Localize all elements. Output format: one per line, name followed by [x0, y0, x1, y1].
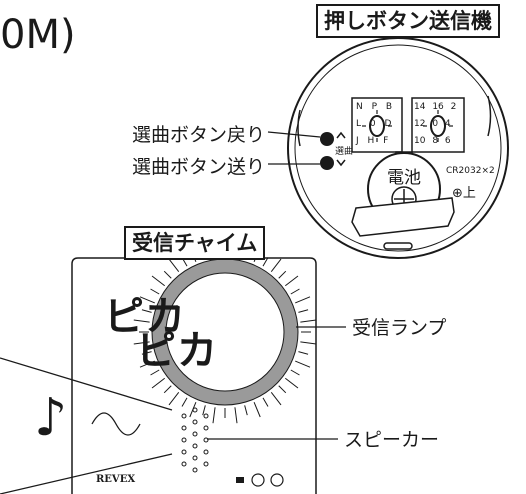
lamp-ray — [181, 397, 188, 407]
lamp-ray — [290, 288, 300, 295]
chime-body — [0, 240, 346, 494]
lamp-ray — [298, 351, 309, 355]
lamp-ray — [133, 319, 150, 323]
speaker-hole — [181, 413, 187, 419]
lamp-ray — [151, 377, 166, 389]
lamp-ray — [141, 309, 152, 313]
battery-label: 電池 — [387, 168, 421, 188]
lamp-ray — [139, 360, 155, 368]
lamp-ray — [295, 296, 311, 304]
speaker-hole — [181, 437, 187, 443]
lamp-ray — [253, 402, 261, 418]
speaker-hole — [192, 455, 198, 461]
lamp-ray — [168, 258, 180, 273]
lamp-ray — [234, 407, 238, 424]
lamp-ray — [284, 275, 299, 287]
lamp-ray — [244, 405, 248, 416]
lamp-ray — [300, 319, 317, 323]
brand-logo: REVEX — [96, 474, 136, 485]
lamp-ray — [284, 377, 299, 389]
prev-button-label: 選曲ボタン戻り — [132, 124, 266, 146]
lamp-ray — [150, 288, 160, 295]
page-title-fragment: 0M) — [0, 12, 76, 58]
speaker-hole — [192, 443, 198, 449]
speaker-hole — [181, 425, 187, 431]
lamp-ray — [168, 391, 180, 406]
lamp-ray — [290, 369, 300, 376]
speaker-hole — [181, 449, 187, 455]
lamp-ray — [139, 296, 155, 304]
speaker-label: スピーカー — [344, 429, 440, 451]
chime-title: 受信チャイム — [124, 226, 266, 260]
dial-right-numbers: 14 16 2 12 0 4 10 8 6 — [414, 102, 457, 146]
lamp-ray — [141, 351, 152, 355]
dial-left-chars: N P B L 0 D J H F — [356, 102, 393, 146]
lamp-ray — [262, 397, 269, 407]
lamp-ray — [151, 275, 166, 287]
lamp-ray — [278, 270, 287, 279]
next-button-label: 選曲ボタン送り — [132, 156, 266, 178]
speaker-hole — [192, 431, 198, 437]
lamp-ray — [270, 391, 282, 406]
transmitter-body — [267, 37, 509, 259]
lamp-ray — [295, 360, 311, 368]
speaker-hole — [181, 461, 187, 467]
lamp-ray — [163, 270, 172, 279]
select-mark: 選曲 — [335, 147, 354, 157]
lamp-ray — [202, 405, 206, 416]
battery-model: CR2032×2 — [446, 166, 495, 176]
lamp-ring — [152, 259, 298, 405]
lamp-ray — [270, 258, 282, 273]
lamp-ray — [163, 385, 172, 394]
lamp-ray — [262, 257, 269, 267]
lamp-ray — [278, 385, 287, 394]
transmitter-title: 押しボタン送信機 — [316, 4, 500, 38]
lamp-ray — [298, 309, 309, 313]
flash-text-1: ピカ — [104, 294, 186, 340]
speaker-hole — [203, 449, 209, 455]
lamp-ray — [150, 369, 160, 376]
speaker-hole — [192, 419, 198, 425]
speaker-hole — [203, 425, 209, 431]
prev-button-dot — [320, 132, 334, 146]
music-note-icon: ♪ — [34, 388, 68, 448]
speaker-hole — [203, 461, 209, 467]
next-button-dot — [320, 156, 334, 170]
flash-text-2: ピカ — [136, 328, 218, 374]
speaker-hole — [192, 407, 198, 413]
lamp-ray — [133, 341, 150, 345]
speaker-hole — [203, 413, 209, 419]
lamp-ray — [212, 407, 216, 424]
lamp-ray — [300, 341, 317, 345]
lamp-label: 受信ランプ — [352, 317, 447, 339]
plus-up-label: ⊕上 — [452, 186, 476, 201]
speaker-hole — [192, 467, 198, 473]
